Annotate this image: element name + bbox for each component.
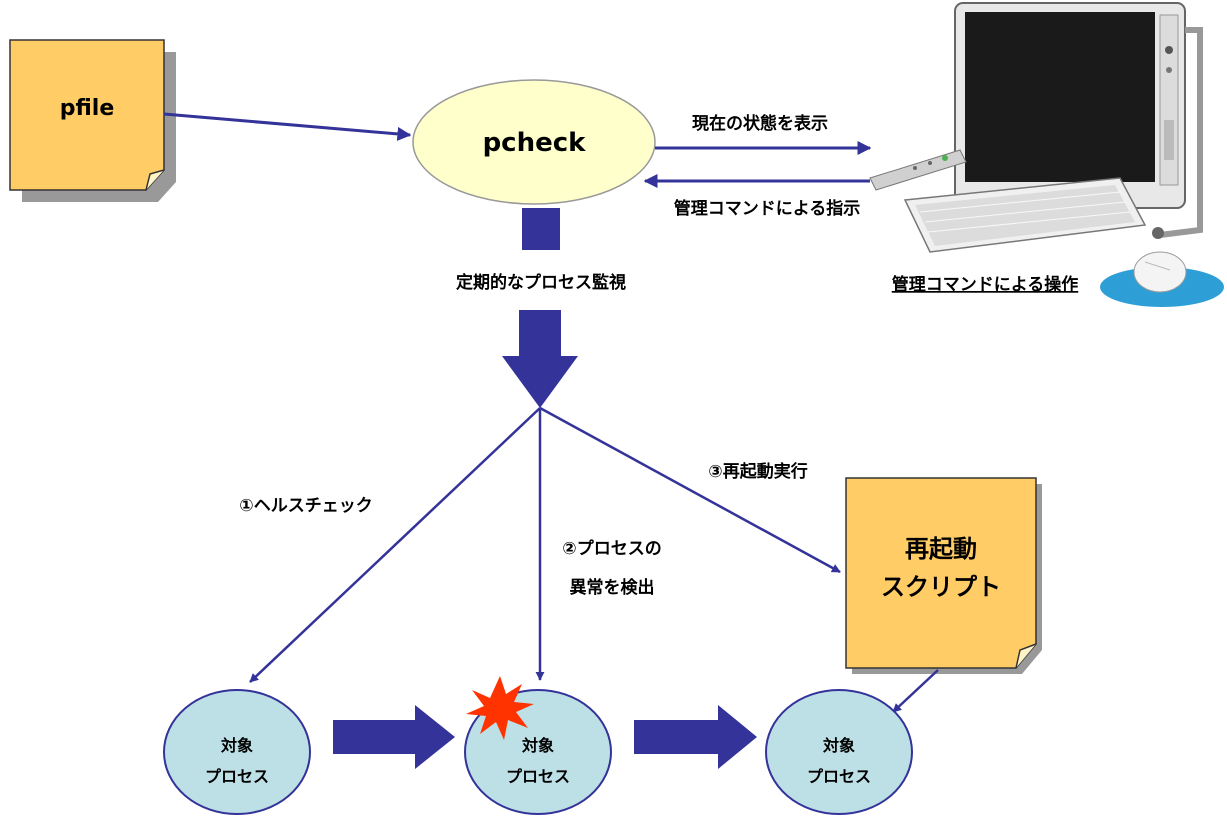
script-to-process-arrow [892,669,939,713]
status-display-label: 現在の状態を表示 [692,113,828,134]
restart-script-note: 再起動 スクリプト [845,477,1042,674]
target-process-1: 対象 プロセス [163,689,311,815]
admin-instruction-label: 管理コマンドによる指示 [674,198,861,219]
transition-arrow-2 [634,705,757,769]
target-process-3: 対象 プロセス [765,689,913,815]
process-2-line1: 対象 [521,736,554,755]
health-check-arrow [249,407,541,683]
computer-icon [869,2,1224,307]
pcheck-node: pcheck [412,79,656,205]
restart-script-line1: 再起動 [905,535,977,563]
process-3-line1: 対象 [822,736,855,755]
monitoring-label: 定期的なプロセス監視 [456,272,626,293]
process-1-line1: 対象 [220,736,253,755]
pfile-label: pfile [60,96,115,121]
detect-label-line2: 異常を検出 [570,577,655,598]
restart-script-line2: スクリプト [881,573,1001,601]
admin-operation-caption: 管理コマンドによる操作 [892,274,1079,295]
process-1-line2: プロセス [205,767,269,786]
pcheck-label: pcheck [483,128,587,158]
restart-exec-label: ③再起動実行 [708,461,807,482]
process-2-line2: プロセス [506,767,570,786]
restart-exec-arrow [539,406,841,574]
error-burst-icon [466,676,534,740]
detect-label-line1: ②プロセスの [562,538,661,559]
transition-arrow-1 [333,705,455,769]
process-3-line2: プロセス [807,767,871,786]
pfile-to-pcheck-arrow [163,112,412,141]
pfile-note: pfile [9,39,176,202]
health-check-label: ①ヘルスチェック [239,496,372,516]
monitoring-block-arrow [502,208,578,408]
